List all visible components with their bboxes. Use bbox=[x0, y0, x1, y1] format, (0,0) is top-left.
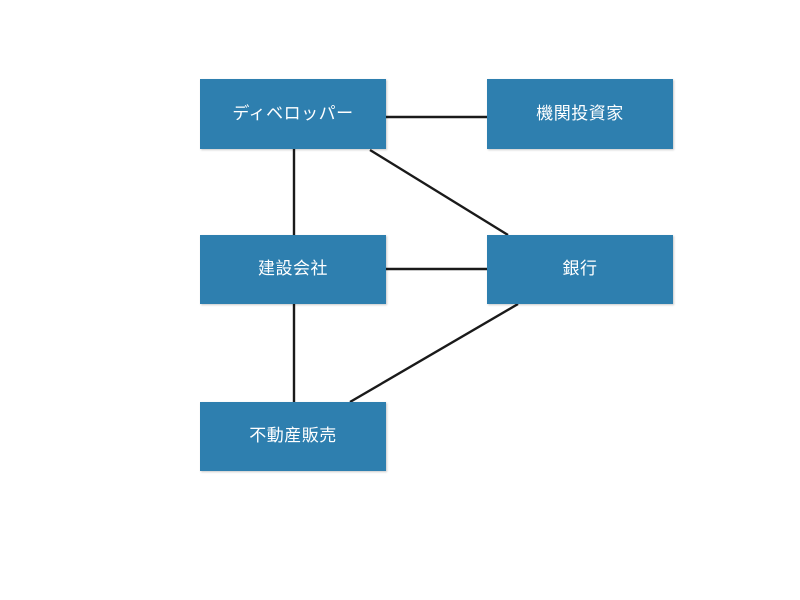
edge-bank-real-estate-sales bbox=[349, 302, 519, 404]
node-label-construction-company: 建設会社 bbox=[258, 259, 328, 279]
node-bank[interactable]: 銀行 bbox=[487, 235, 673, 304]
node-construction-company[interactable]: 建設会社 bbox=[200, 235, 386, 304]
node-label-bank: 銀行 bbox=[562, 259, 598, 279]
node-developer[interactable]: ディベロッパー bbox=[200, 79, 386, 149]
node-institutional-investor[interactable]: 機関投資家 bbox=[487, 79, 673, 149]
edge-developer-bank bbox=[369, 148, 509, 237]
node-real-estate-sales[interactable]: 不動産販売 bbox=[200, 402, 386, 471]
node-label-institutional-investor: 機関投資家 bbox=[536, 103, 624, 123]
node-label-real-estate-sales: 不動産販売 bbox=[249, 426, 337, 446]
node-label-developer: ディベロッパー bbox=[232, 103, 354, 123]
